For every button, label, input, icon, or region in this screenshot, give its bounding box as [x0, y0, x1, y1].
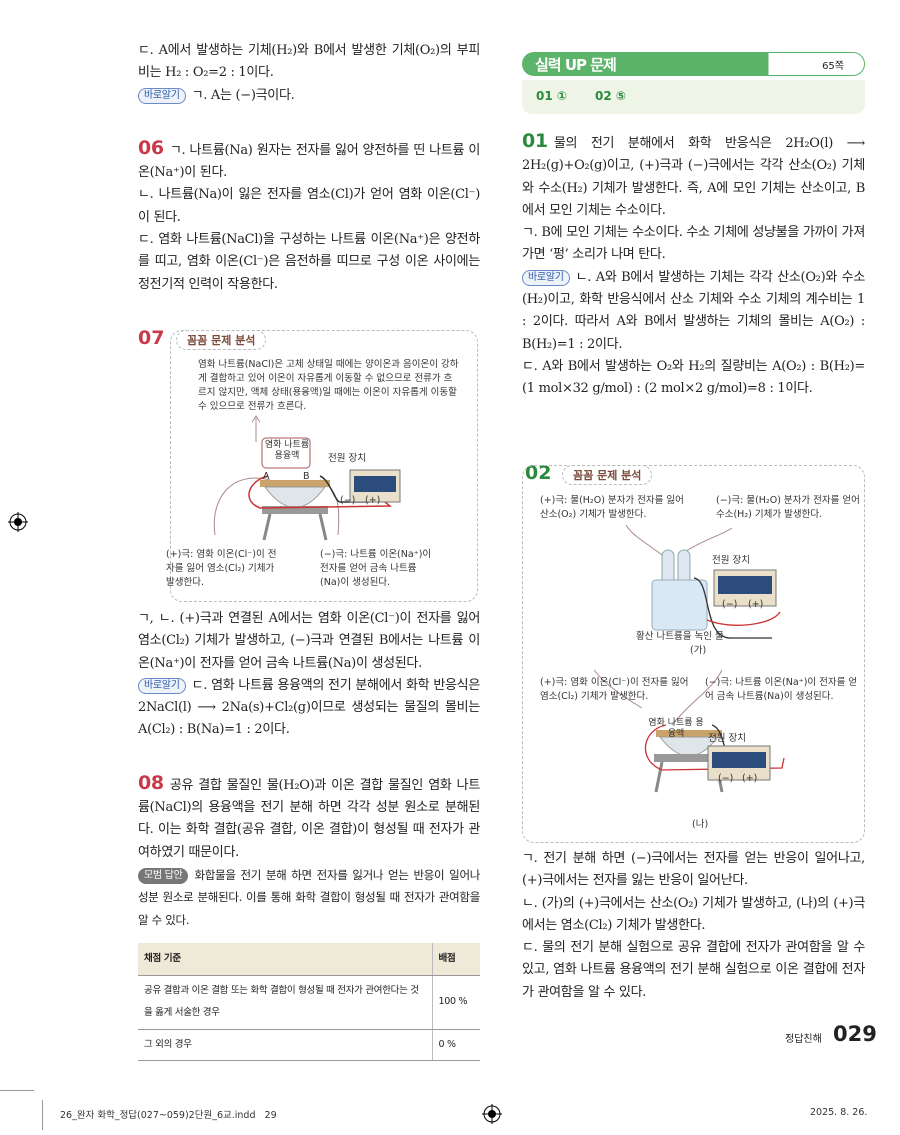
minus-label: (−)	[340, 495, 356, 506]
q02-diagrams	[593, 524, 785, 793]
q07-note-left: (+)극: 염화 이온(Cl⁻)이 전자를 잃어 염소(Cl₂) 기체가 발생한…	[166, 549, 277, 588]
ga-note-left: (+)극: 물(H₂O) 분자가 전자를 잃어 산소(O₂) 기체가 발생한다.	[540, 495, 684, 520]
analysis-tag: 꼼꼼 문제 분석	[176, 330, 267, 350]
footer-filename: 26_완자 화학_정답(027~059)2단원_6교.indd 29	[60, 1110, 277, 1121]
q07-wrong: ㄷ. 염화 나트륨 용융액의 전기 분해에서 화학 반응식은 2NaCl(l) …	[138, 677, 480, 738]
question-number: 08	[138, 771, 164, 794]
q01-text: 물의 전기 분해에서 화학 반응식은 2H₂O(l) ⟶ 2H₂(g)+O₂(g…	[522, 136, 865, 218]
na-note-left: (+)극: 염화 이온(Cl⁻)이 전자를 잃어 염소(Cl₂) 기체가 발생한…	[540, 677, 689, 702]
page-number: 029	[833, 1022, 877, 1046]
left-column: ㄷ. A에서 발생하는 기체(H₂)와 B에서 발생한 기체(O₂)의 부피비는…	[138, 40, 480, 296]
footer-section: 정답친해	[785, 1034, 822, 1045]
question-number: 06	[138, 136, 164, 159]
q06-a: ㄱ. 나트륨(Na) 원자는 전자를 잃어 양전하를 띤 나트륨 이온(Na⁺)…	[138, 142, 480, 181]
q06-b: ㄴ. 나트륨(Na)이 잃은 전자를 염소(Cl)가 얻어 염화 이온(Cl⁻)…	[138, 187, 480, 225]
ga-caption: (가)	[690, 645, 707, 656]
q01-wrong: ㄴ. A와 B에서 발생하는 기체는 각각 산소(O₂)와 수소(H₂)이고, …	[522, 269, 865, 352]
q07-label-power: 전원 장치	[328, 453, 366, 464]
section-title: 실력 UP 문제	[535, 56, 617, 74]
q07-analysis-box	[170, 330, 478, 602]
electrode-a-label: A	[263, 471, 270, 482]
crop-mark	[0, 1090, 34, 1091]
ga-note-right: (−)극: 물(H₂O) 분자가 전자를 얻어 수소(H₂) 기체가 발생한다.	[716, 495, 860, 520]
table-row: 공유 결합과 이온 결합 또는 화학 결합이 형성될 때 전자가 관여한다는 것…	[138, 975, 480, 1030]
table-cell: 공유 결합과 이온 결합 또는 화학 결합이 형성될 때 전자가 관여한다는 것…	[138, 975, 432, 1030]
q02-b: ㄴ. (가)의 (+)극에서는 산소(O₂) 기체가 발생하고, (나)의 (+…	[522, 895, 865, 933]
wrong-badge: 바로알기	[138, 87, 186, 104]
left-column-lower: ㄱ, ㄴ. (+)극과 연결된 A에서는 염화 이온(Cl⁻)이 전자를 잃어 …	[138, 608, 480, 1062]
na-caption: (나)	[692, 819, 709, 830]
right-column-lower: ㄱ. 전기 분해 하면 (−)극에서는 전자를 얻는 반응이 일어나고, (+)…	[522, 848, 865, 1004]
q02-analysis-box	[522, 465, 865, 843]
q08-text: 공유 결합 물질인 물(H₂O)과 이온 결합 물질인 염화 나트륨(NaCl)…	[138, 777, 480, 860]
q07-label-melt: 염화 나트륨 용융액	[264, 440, 310, 461]
q02-a: ㄱ. 전기 분해 하면 (−)극에서는 전자를 얻는 반응이 일어나고, (+)…	[522, 851, 865, 889]
answer-01: 01 ①	[536, 89, 568, 103]
ga-plus: (+)	[748, 599, 764, 610]
na-melt-label: 염화 나트륨 용융액	[648, 718, 704, 739]
wrong-badge: 바로알기	[138, 677, 186, 694]
q05-c: ㄷ. A에서 발생하는 기체(H₂)와 B에서 발생한 기체(O₂)의 부피비는…	[138, 43, 480, 81]
q07-note-right: (−)극: 나트륨 이온(Na⁺)이 전자를 얻어 금속 나트륨(Na)이 생성…	[320, 549, 432, 588]
q07-note-top: 염화 나트륨(NaCl)은 고체 상태일 때에는 양이온과 음이온이 강하게 결…	[198, 359, 459, 412]
crop-mark	[42, 1100, 43, 1130]
table-cell: 그 외의 경우	[138, 1029, 432, 1062]
answer-02: 02 ⑤	[595, 89, 627, 103]
q07-electrolysis-diagram	[213, 415, 401, 541]
model-answer-badge: 모범 답안	[138, 867, 189, 884]
table-cell: 100 %	[431, 975, 480, 1030]
na-note-right: (−)극: 나트륨 이온(Na⁺)이 전자를 얻어 금속 나트륨(Na)이 생성…	[705, 677, 858, 702]
q01-a: ㄱ. B에 모인 기체는 수소이다. 수소 기체에 성냥불을 가까이 가져가면 …	[522, 225, 865, 263]
ga-water-label: 황산 나트륨을 녹인 물	[636, 631, 724, 642]
table-header: 배점	[431, 942, 480, 977]
q08-model: 화합물을 전기 분해 하면 전자를 잃거나 얻는 반응이 일어나 성분 원소로 …	[138, 867, 480, 927]
electrode-b-label: B	[303, 471, 310, 482]
answer-bar: 01 ① 02 ⑤	[522, 80, 865, 114]
na-plus: (+)	[742, 773, 758, 784]
section-page: 65쪽	[822, 61, 844, 72]
question-number: 07	[138, 327, 165, 349]
wrong-badge: 바로알기	[522, 269, 570, 286]
section-header: 실력 UP 문제 65쪽	[522, 52, 865, 76]
na-minus: (−)	[718, 773, 734, 784]
ga-power-label: 전원 장치	[712, 555, 750, 566]
registration-mark-icon	[482, 1104, 502, 1124]
q01-c: ㄷ. A와 B에서 발생하는 O₂와 H₂의 질량비는 A(O₂) : B(H₂…	[522, 358, 865, 397]
question-number: 01	[522, 130, 548, 152]
table-header: 채점 기준	[138, 942, 432, 977]
ga-minus: (−)	[722, 599, 738, 610]
q02-c: ㄷ. 물의 전기 분해 실험으로 공유 결합에 전자가 관여함을 알 수 있고,…	[522, 940, 865, 1000]
registration-mark-icon	[8, 512, 28, 532]
table-cell: 0 %	[431, 1029, 480, 1062]
q05-wrong: ㄱ. A는 (−)극이다.	[191, 87, 295, 103]
plus-label: (+)	[365, 495, 381, 506]
q07-ab: ㄱ, ㄴ. (+)극과 연결된 A에서는 염화 이온(Cl⁻)이 전자를 잃어 …	[138, 611, 480, 671]
analysis-tag: 꼼꼼 문제 분석	[562, 465, 653, 485]
na-power-label: 전원 장치	[708, 733, 746, 744]
q06-c: ㄷ. 염화 나트륨(NaCl)을 구성하는 나트륨 이온(Na⁺)은 양전하를 …	[138, 232, 480, 292]
footer-date: 2025. 8. 26.	[810, 1107, 868, 1118]
